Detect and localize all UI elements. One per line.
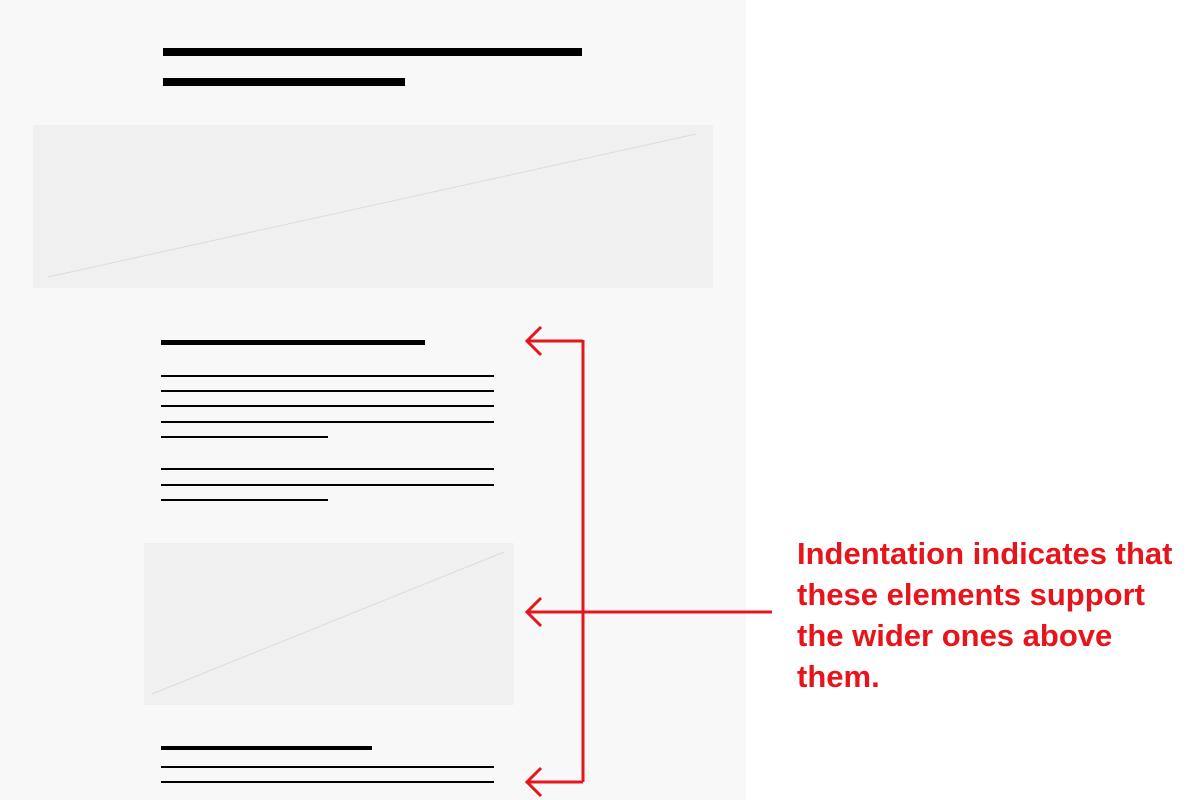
- placeholder-diagonal: [151, 551, 505, 695]
- title-line-2: [163, 78, 405, 86]
- title-line-1: [163, 48, 582, 56]
- subsection-heading: [161, 746, 372, 750]
- section-heading: [161, 340, 425, 345]
- indented-image-placeholder: [144, 543, 514, 705]
- paragraph-line: [161, 766, 494, 768]
- wireframe-page: [33, 48, 713, 783]
- paragraph-line: [161, 468, 494, 470]
- paragraph-line: [161, 405, 494, 407]
- arrow-top-head: [524, 325, 543, 357]
- wide-image-placeholder: [33, 125, 713, 288]
- arrow-bottom-head: [524, 766, 543, 798]
- paragraph-line: [161, 375, 494, 377]
- placeholder-diagonal: [47, 133, 697, 278]
- paragraph-line: [161, 484, 494, 486]
- paragraph-line: [161, 781, 494, 783]
- paragraph-line: [161, 436, 328, 438]
- paragraph-line: [161, 390, 494, 392]
- annotation-caption: Indentation indicates that these element…: [797, 536, 1173, 694]
- paragraph-line: [161, 421, 494, 423]
- paragraph-line: [161, 499, 328, 501]
- arrow-middle-head: [524, 596, 543, 628]
